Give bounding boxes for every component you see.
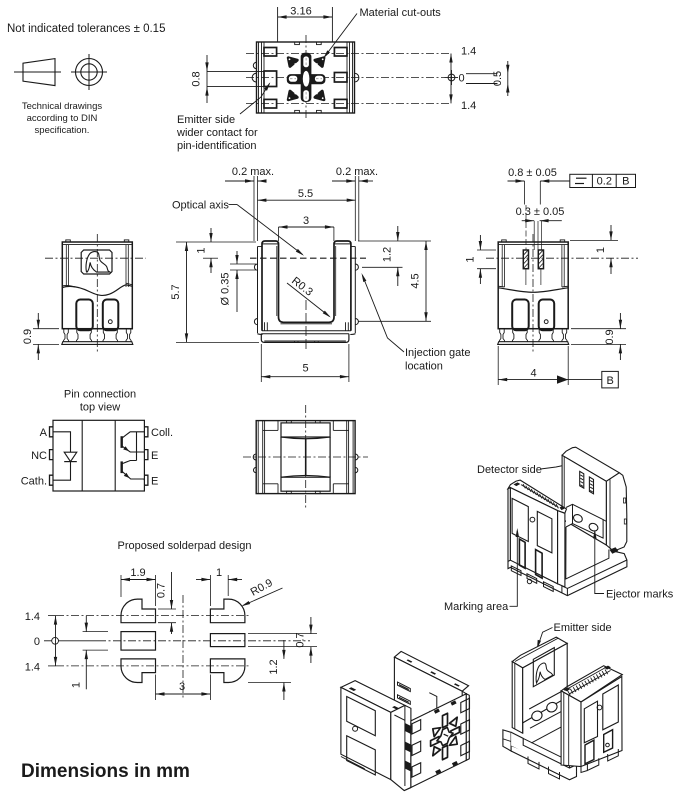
svg-text:1.9: 1.9 [130, 567, 145, 579]
svg-text:Cath.: Cath. [21, 476, 47, 488]
svg-text:Dimensions in mm: Dimensions in mm [21, 761, 190, 782]
svg-text:0.7: 0.7 [295, 632, 307, 647]
svg-text:0.2 max.: 0.2 max. [232, 166, 274, 178]
svg-text:1: 1 [595, 247, 607, 253]
svg-text:B: B [622, 176, 629, 188]
svg-text:specification.: specification. [35, 125, 90, 136]
svg-text:wider contact for: wider contact for [176, 127, 258, 139]
svg-text:E: E [151, 450, 158, 462]
svg-text:1: 1 [465, 256, 477, 262]
svg-text:according to DIN: according to DIN [27, 113, 98, 124]
svg-text:NC: NC [31, 450, 47, 462]
svg-text:0.8: 0.8 [191, 71, 203, 86]
svg-text:Pin connection: Pin connection [64, 389, 136, 401]
svg-text:Injection gate: Injection gate [405, 347, 470, 359]
svg-text:Material cut-outs: Material cut-outs [360, 7, 442, 19]
svg-text:Detector side: Detector side [477, 464, 542, 476]
svg-text:0.3 ± 0.05: 0.3 ± 0.05 [516, 206, 565, 218]
svg-text:Emitter side: Emitter side [554, 622, 612, 634]
svg-text:5.5: 5.5 [298, 188, 313, 200]
svg-text:5.7: 5.7 [170, 284, 182, 299]
svg-text:1.4: 1.4 [461, 46, 476, 58]
svg-text:3: 3 [179, 681, 185, 693]
svg-text:Coll.: Coll. [151, 427, 173, 439]
svg-text:5: 5 [302, 363, 308, 375]
svg-text:1.2: 1.2 [382, 247, 394, 262]
svg-text:0.2: 0.2 [597, 176, 612, 188]
svg-text:1.4: 1.4 [25, 611, 40, 623]
svg-text:top view: top view [80, 402, 120, 414]
svg-text:0: 0 [459, 73, 465, 85]
svg-text:0.9: 0.9 [22, 329, 34, 344]
svg-text:location: location [405, 361, 443, 373]
svg-text:Ejector marks: Ejector marks [606, 589, 674, 601]
svg-text:pin-identification: pin-identification [177, 140, 257, 152]
svg-text:3.16: 3.16 [290, 6, 311, 18]
svg-text:E: E [151, 476, 158, 488]
svg-text:4.5: 4.5 [410, 273, 422, 288]
svg-text:0.2 max.: 0.2 max. [336, 166, 378, 178]
svg-text:1.2: 1.2 [268, 659, 280, 674]
svg-text:A: A [40, 427, 48, 439]
svg-text:Proposed solderpad design: Proposed solderpad design [118, 540, 252, 552]
svg-text:0: 0 [34, 636, 40, 648]
svg-text:1: 1 [196, 247, 208, 253]
svg-text:Emitter side: Emitter side [177, 114, 235, 126]
svg-text:0.8 ± 0.05: 0.8 ± 0.05 [508, 167, 557, 179]
svg-text:1: 1 [216, 567, 222, 579]
svg-text:0.5: 0.5 [492, 71, 504, 86]
svg-text:0.9: 0.9 [604, 329, 616, 344]
svg-text:Marking area: Marking area [444, 601, 509, 613]
svg-text:Not indicated tolerances ± 0.1: Not indicated tolerances ± 0.15 [7, 23, 165, 35]
svg-text:1: 1 [71, 682, 83, 688]
svg-text:3: 3 [303, 215, 309, 227]
svg-text:Optical axis: Optical axis [172, 200, 229, 212]
svg-text:Technical drawings: Technical drawings [22, 101, 103, 112]
svg-text:1.4: 1.4 [461, 100, 476, 112]
svg-text:0.7: 0.7 [156, 583, 168, 598]
svg-text:1.4: 1.4 [25, 662, 40, 674]
svg-text:B: B [607, 375, 614, 387]
svg-text:Ø 0.35: Ø 0.35 [220, 272, 232, 305]
svg-text:4: 4 [530, 368, 536, 380]
